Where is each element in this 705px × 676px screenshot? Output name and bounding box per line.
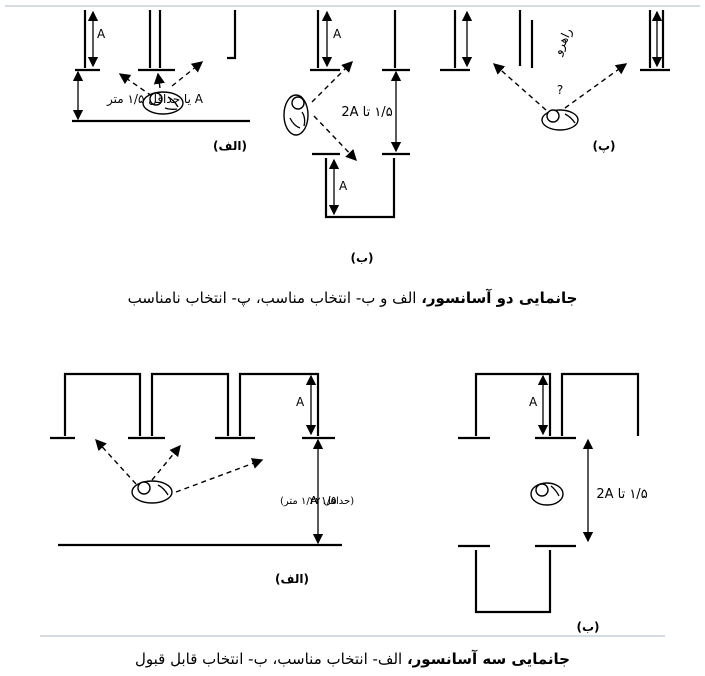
two-elevators-pe [440,10,670,131]
three-elevators-alef: A [50,372,342,547]
caption-three-bold: جانمایی سه آسانسور، [406,650,570,668]
question-mark: ? [557,83,563,97]
min-1-32-label: (حداقل ۱/۳۲ متر) [280,496,354,507]
dim-a-label-top: A [333,27,342,41]
caption-two-elevators: جانمایی دو آسانسور، الف و ب- انتخاب مناس… [0,289,705,307]
one-five-a-label: A ۱/۵ [310,494,337,507]
two-elevators-alef: A [72,10,250,123]
dim-a-label-three-b: A [529,395,538,409]
label-alef-two: (الف) [213,139,247,153]
caption-three-elevators: جانمایی سه آسانسور، الف- انتخاب مناسب، ب… [0,650,705,668]
two-elevators-be: A A [283,10,410,219]
label-be-three: (ب) [576,620,599,634]
label-be-two: (ب) [350,251,373,265]
dim-a-label-three: A [296,395,305,409]
label-alef-three: (الف) [275,572,309,586]
caption-two-rest: الف و ب- انتخاب مناسب، پ- انتخاب نامناسب [127,289,422,307]
range-2a-label: ۱/۵ تا 2A [341,105,392,120]
dim-a-label: A [97,27,106,41]
label-pe: (پ) [592,139,615,153]
range-2a-label-three: ۱/۵ تا 2A [596,487,647,502]
min-1-5-label: A یا حداقل ۱/۵ متر [106,92,204,107]
caption-three-rest: الف- انتخاب مناسب، ب- انتخاب قابل قبول [135,650,407,668]
corridor-label: راهرو [550,25,576,58]
caption-two-bold: جانمایی دو آسانسور، [421,289,578,307]
three-elevators-be: A [458,372,640,614]
dim-a-label-bottom: A [339,179,348,193]
